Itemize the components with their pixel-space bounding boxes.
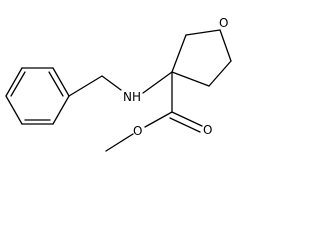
- double-bond-inner: [48, 71, 64, 97]
- bond: [171, 34, 187, 73]
- benzene-ring: [5, 67, 70, 125]
- double-bond-inner: [10, 71, 26, 97]
- bond: [219, 29, 232, 62]
- bond: [185, 29, 221, 36]
- bond: [52, 95, 70, 125]
- double-bond: [171, 111, 203, 127]
- chemical-structure-diagram: NH O O O: [5, 16, 232, 152]
- oxolane-ring: [171, 29, 232, 87]
- bond: [105, 133, 134, 152]
- carbonyl-oxygen-label: O: [203, 123, 212, 137]
- bond: [208, 60, 232, 87]
- bond: [5, 95, 23, 125]
- bond: [144, 111, 173, 128]
- bond: [101, 75, 122, 91]
- bond: [68, 75, 103, 97]
- double-bond: [169, 117, 201, 133]
- bond: [142, 71, 173, 94]
- ester-oxygen-label: O: [133, 124, 142, 138]
- amine-label: NH: [123, 90, 141, 104]
- bond: [5, 67, 23, 97]
- bond: [171, 71, 210, 87]
- ring-oxygen-label: O: [219, 16, 228, 30]
- bond: [52, 67, 70, 97]
